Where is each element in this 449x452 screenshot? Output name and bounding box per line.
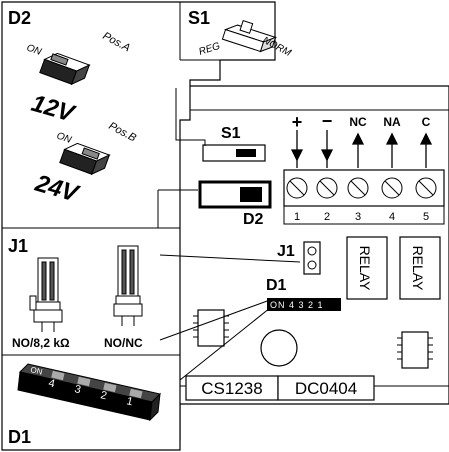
- relay-1: [346, 236, 388, 300]
- d1-digit-4: 4: [47, 377, 56, 390]
- terminal-number-4: 4: [389, 211, 395, 223]
- board-code-2: DC0404: [295, 379, 357, 398]
- j1-label-right: NO/NC: [104, 336, 143, 350]
- relay-1-label: RELAY: [357, 246, 373, 292]
- ic-chip-right: [397, 331, 433, 369]
- j1-pin-1: [307, 246, 317, 256]
- terminal-symbol-4: NA: [383, 115, 401, 129]
- d1-panel-title: D1: [8, 427, 31, 447]
- d2-board-switch-knob: [240, 187, 262, 202]
- code-box-2: [277, 375, 375, 401]
- jumper-right-illustration: [113, 245, 143, 326]
- d2-switch-pos-b: [59, 142, 111, 176]
- terminal-number-strip: [283, 205, 445, 225]
- relay-2-label: RELAY: [410, 246, 426, 292]
- d1-digit-2: 2: [99, 389, 108, 402]
- terminal-number-3: 3: [355, 211, 361, 223]
- terminal-screws: [286, 177, 437, 199]
- s1-panel-title: S1: [188, 8, 210, 28]
- terminal-arrows: [290, 130, 433, 168]
- d2-on-label-a: ON: [25, 42, 44, 58]
- terminal-number-1: 1: [294, 211, 300, 223]
- j1-panel-title: J1: [8, 236, 28, 256]
- j1-pin-2: [307, 260, 317, 270]
- j1-label-left: NO/8,2 kΩ: [12, 336, 70, 350]
- s1-board-switch-knob: [236, 149, 256, 157]
- board-code-1: CS1238: [201, 379, 262, 398]
- d2-panel-title: D2: [8, 8, 31, 28]
- jumper-left-illustration: [29, 257, 63, 332]
- terminal-numbers: 1 2 3 4 5: [294, 211, 429, 223]
- d1-board-dip: [267, 298, 341, 311]
- leader-lines: [157, 88, 301, 381]
- d2-on-label-b: ON: [55, 130, 74, 146]
- d2-board-label: D2: [243, 211, 264, 228]
- terminal-number-2: 2: [324, 211, 330, 223]
- relay-2: [399, 236, 441, 300]
- terminal-symbols: + − NC NA C: [292, 111, 431, 132]
- terminal-symbol-5: C: [422, 115, 431, 129]
- d1-on-label: ON: [30, 365, 44, 377]
- ic-chip-left: [193, 309, 229, 347]
- d1-digit-3: 3: [73, 383, 82, 396]
- d1-digit-1: 1: [125, 395, 134, 408]
- terminal-symbol-2: −: [322, 111, 333, 131]
- code-box-1: [185, 375, 279, 401]
- terminal-symbol-3: NC: [349, 115, 367, 129]
- capacitor: [260, 329, 298, 367]
- d2-switch-pos-a: [39, 52, 91, 86]
- j1-board-label: J1: [277, 243, 295, 260]
- d1-board-label: D1: [266, 277, 287, 294]
- terminal-number-5: 5: [423, 211, 429, 223]
- s1-board-label: S1: [221, 125, 241, 142]
- d1-board-dip-text: ON 4 3 2 1: [270, 300, 324, 310]
- d1-dip-illustration: [17, 363, 161, 422]
- terminal-symbol-1: +: [292, 112, 303, 132]
- s1-switch-illustration: [221, 19, 278, 53]
